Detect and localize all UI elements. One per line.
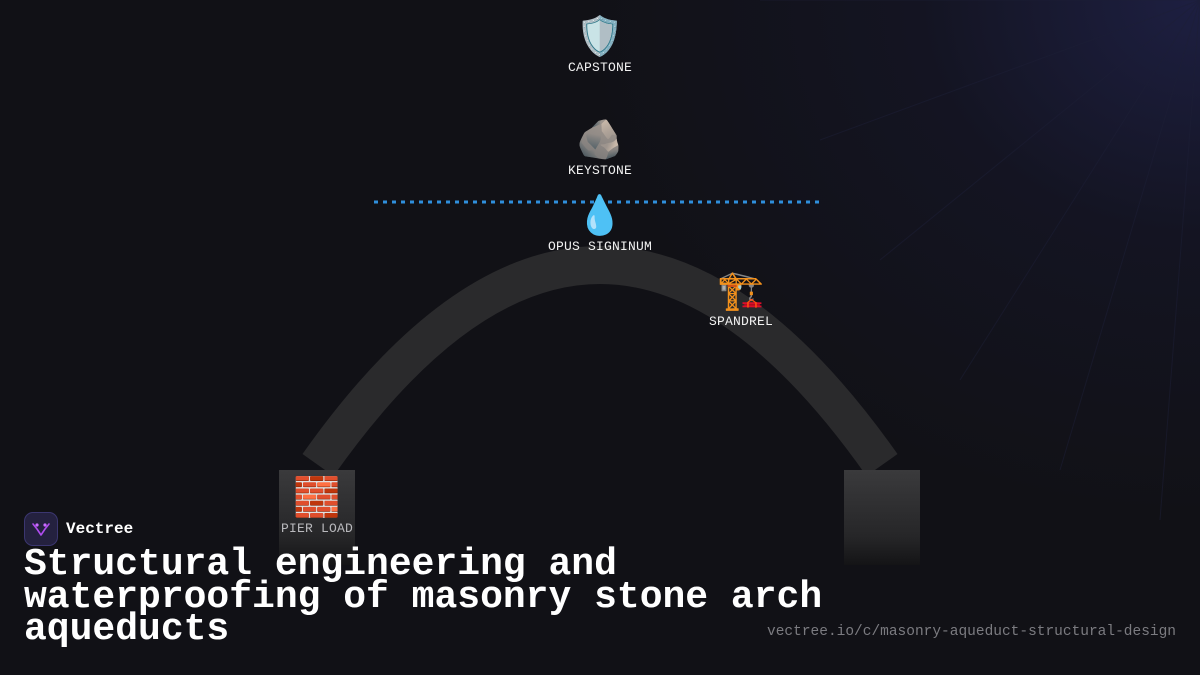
- node-label: SPANDREL: [708, 314, 773, 329]
- node-label: PIER LOAD: [280, 521, 353, 536]
- brand: Vectree: [24, 512, 133, 546]
- node-label: KEYSTONE: [567, 163, 632, 178]
- droplet-icon: 💧: [576, 193, 624, 237]
- node-pier-load: 🧱 PIER LOAD: [237, 475, 397, 536]
- node-opus-signinum: 💧 OPUS SIGNINUM: [520, 193, 680, 254]
- source-url[interactable]: vectree.io/c/masonry-aqueduct-structural…: [767, 624, 1176, 640]
- vectree-logo-icon: [24, 512, 58, 546]
- bricks-icon: 🧱: [293, 475, 341, 519]
- node-label: CAPSTONE: [567, 60, 632, 75]
- rock-icon: 🪨: [576, 117, 624, 161]
- shield-icon: 🛡️: [576, 14, 624, 58]
- crane-icon: 🏗️: [717, 268, 765, 312]
- node-label: OPUS SIGNINUM: [547, 239, 653, 254]
- node-capstone: 🛡️ CAPSTONE: [520, 14, 680, 75]
- brand-name: Vectree: [66, 520, 134, 538]
- node-keystone: 🪨 KEYSTONE: [520, 117, 680, 178]
- arch: [302, 246, 898, 476]
- pier-left: [279, 470, 355, 565]
- page-title: Structural engineering and waterproofing…: [24, 543, 823, 651]
- node-spandrel: 🏗️ SPANDREL: [661, 268, 821, 329]
- pier-right: [844, 470, 920, 565]
